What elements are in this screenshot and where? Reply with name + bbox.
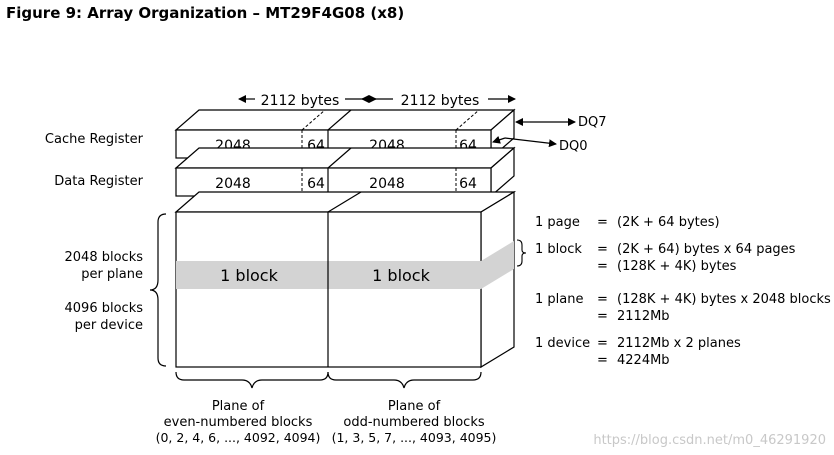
def-page-eq: =: [597, 215, 608, 230]
data-spare-left: 64: [307, 176, 325, 192]
def-plane-eq: =: [597, 292, 608, 307]
def-plane-value-2: 2112Mb: [617, 309, 670, 324]
block-label-left: 1 block: [220, 266, 278, 285]
def-device-term: 1 device: [535, 336, 590, 351]
data-spare-right: 64: [459, 176, 477, 192]
dq-bus: DQ7 DQ0: [492, 115, 607, 154]
even-plane-brace: [175, 371, 329, 389]
width-label-right: 2112 bytes: [401, 93, 480, 109]
odd-plane-brace: [327, 371, 482, 389]
def-page-value: (2K + 64 bytes): [617, 215, 720, 230]
odd-plane-line1: Plane of: [388, 399, 441, 414]
width-label-left: 2112 bytes: [261, 93, 340, 109]
block-band-side: [481, 241, 514, 289]
def-block-eq: =: [597, 242, 608, 257]
blocks-per-plane-line1: 2048 blocks: [65, 250, 144, 265]
even-plane-line2: even-numbered blocks: [164, 415, 313, 430]
dq7-label: DQ7: [578, 115, 607, 130]
cache-register-label: Cache Register: [45, 132, 144, 147]
def-block-value-1: (2K + 64) bytes x 64 pages: [617, 242, 796, 257]
left-brace: [149, 213, 167, 367]
def-device-value-1: 2112Mb x 2 planes: [617, 336, 741, 351]
blocks-per-plane-line2: per plane: [81, 267, 143, 282]
blocks-per-device-line1: 4096 blocks: [65, 301, 144, 316]
def-block-value-2: (128K + 4K) bytes: [617, 259, 737, 274]
page-width-dimension: 2112 bytes 2112 bytes: [238, 93, 516, 109]
even-plane-line3: (0, 2, 4, 6, ..., 4092, 4094): [156, 430, 321, 445]
data-register: 2048 64 2048 64: [174, 146, 516, 198]
def-plane-term: 1 plane: [535, 292, 583, 307]
dq0-label: DQ0: [559, 139, 588, 154]
odd-plane-line2: odd-numbered blocks: [343, 415, 484, 430]
figure-title: Figure 9: Array Organization – MT29F4G08…: [6, 4, 405, 22]
def-plane-value-1: (128K + 4K) bytes x 2048 blocks: [617, 292, 831, 307]
def-block-term: 1 block: [535, 242, 582, 257]
def-device-value-2: 4224Mb: [617, 353, 670, 368]
memory-array: 1 block 1 block: [174, 190, 517, 369]
even-plane-line1: Plane of: [212, 399, 265, 414]
def-plane-eq-2: =: [597, 309, 608, 324]
def-device-eq: =: [597, 336, 608, 351]
block-brace: [516, 239, 527, 267]
blocks-per-device-line2: per device: [75, 318, 143, 333]
watermark: https://blog.csdn.net/m0_46291920: [593, 433, 826, 448]
def-block-eq-2: =: [597, 259, 608, 274]
odd-plane-line3: (1, 3, 5, 7, ..., 4093, 4095): [332, 430, 497, 445]
def-page-term: 1 page: [535, 215, 580, 230]
data-register-label: Data Register: [54, 174, 143, 189]
block-label-right: 1 block: [372, 266, 430, 285]
data-main-right: 2048: [369, 176, 405, 192]
definitions: 1 page = (2K + 64 bytes) 1 block = (2K +…: [535, 215, 831, 368]
def-device-eq-2: =: [597, 353, 608, 368]
data-main-left: 2048: [215, 176, 251, 192]
